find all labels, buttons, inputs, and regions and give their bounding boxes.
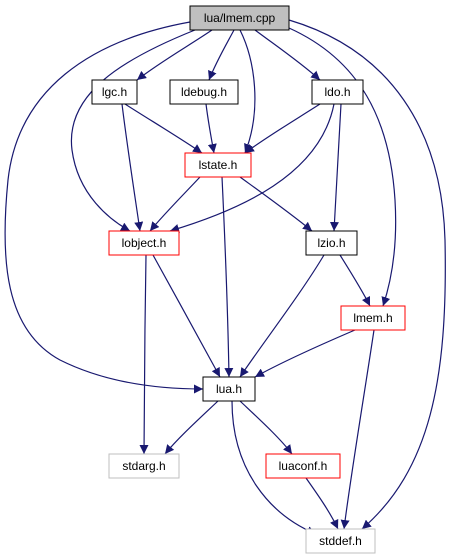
edge-lstate-h-to-lzio-h <box>239 176 313 232</box>
node-label: stddef.h <box>319 534 362 548</box>
node-label: luaconf.h <box>279 459 328 473</box>
node-lua-lmem-cpp[interactable]: lua/lmem.cpp <box>189 5 290 31</box>
edge-lua-h-to-luaconf-h <box>239 400 293 455</box>
edge-lmem-cpp-to-stddef-h <box>288 19 446 530</box>
edge-lobject-h-to-stdarg-h <box>139 254 149 455</box>
edge-lmem-h-to-lua-h <box>254 329 356 378</box>
edge-lmem-cpp-to-ldo-h <box>254 29 321 81</box>
edge-lmem-cpp-to-lobject-h <box>70 29 196 232</box>
edge-lobject-h-to-lua-h <box>152 254 221 378</box>
node-lua-h[interactable]: lua.h <box>202 376 256 402</box>
edge-lgc-h-to-lstate-h <box>124 103 203 154</box>
edge-lstate-h-to-lobject-h <box>149 176 201 232</box>
edges-layer <box>4 19 446 535</box>
edge-ldo-h-to-lstate-h <box>244 103 321 154</box>
edge-lstate-h-to-lua-h <box>221 176 234 378</box>
node-label: ldebug.h <box>181 85 227 99</box>
edge-luaconf-h-to-stddef-h <box>305 477 339 530</box>
edge-lua-h-to-stdarg-h <box>164 400 219 455</box>
edge-lzio-h-to-lua-h <box>239 254 325 378</box>
node-ldebug-h[interactable]: ldebug.h <box>169 79 239 105</box>
node-stdarg-h: stdarg.h <box>108 453 180 479</box>
node-luaconf-h[interactable]: luaconf.h <box>265 453 341 479</box>
edge-lmem-cpp-to-lgc-h <box>136 29 213 81</box>
edge-lgc-h-to-lobject-h <box>121 103 144 232</box>
edge-lua-h-to-stddef-h <box>231 400 317 535</box>
node-label: lmem.h <box>353 311 392 325</box>
edge-lmem-cpp-to-lua-h <box>4 21 204 394</box>
edge-lzio-h-to-lmem-h <box>339 254 371 307</box>
node-label: lgc.h <box>102 85 127 99</box>
node-label: ldo.h <box>324 85 350 99</box>
node-label: lstate.h <box>199 158 238 172</box>
node-label: stdarg.h <box>122 459 165 473</box>
edge-lmem-h-to-stddef-h <box>340 329 375 530</box>
edge-lmem-cpp-to-lmem-h <box>288 27 397 307</box>
edge-ldebug-h-to-lstate-h <box>205 103 217 154</box>
node-lstate-h[interactable]: lstate.h <box>184 152 252 178</box>
edge-lmem-cpp-to-ldebug-h <box>208 29 235 81</box>
node-label: lobject.h <box>122 236 167 250</box>
node-lobject-h[interactable]: lobject.h <box>108 230 180 256</box>
edge-ldo-h-to-lzio-h <box>329 103 342 232</box>
node-label: lzio.h <box>317 236 345 250</box>
node-lzio-h[interactable]: lzio.h <box>305 230 358 256</box>
node-stddef-h: stddef.h <box>305 528 376 554</box>
edge-ldo-h-to-lobject-h <box>169 103 335 233</box>
nodes-layer: lua/lmem.cpp lgc.h ldebug.h ldo.h lstate… <box>91 5 406 554</box>
edge-lmem-cpp-to-lstate-h <box>239 29 256 154</box>
node-lmem-h[interactable]: lmem.h <box>340 305 406 331</box>
node-label: lua/lmem.cpp <box>204 11 276 25</box>
node-label: lua.h <box>216 382 242 396</box>
node-ldo-h[interactable]: ldo.h <box>311 79 364 105</box>
node-lgc-h[interactable]: lgc.h <box>91 79 138 105</box>
